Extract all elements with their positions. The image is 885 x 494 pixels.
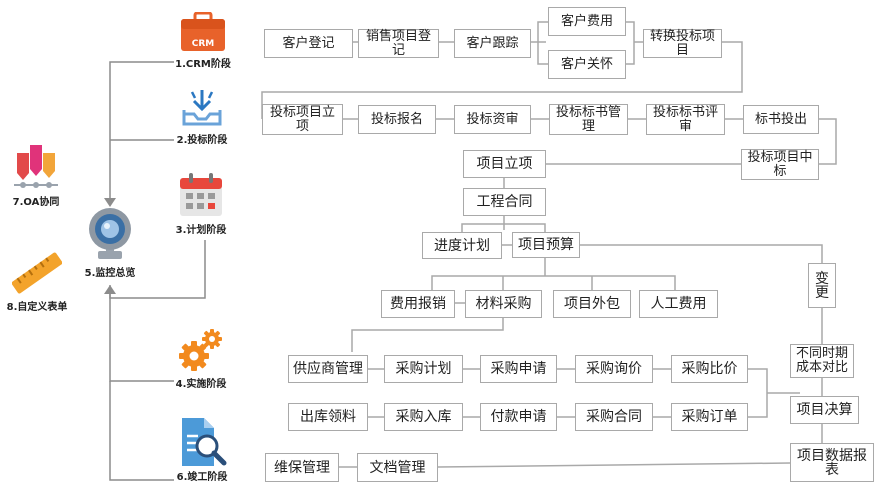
box-change[interactable]: 变更 [808, 263, 836, 308]
box-bid-doc-review[interactable]: 投标标书评审 [646, 104, 725, 135]
bar-pins-icon [14, 145, 58, 188]
stage-plan[interactable]: 3.计划阶段 [146, 172, 256, 236]
box-project-final-account[interactable]: 项目决算 [790, 396, 859, 424]
calendar-icon [180, 173, 222, 216]
box-material-purchase[interactable]: 材料采购 [465, 290, 542, 318]
box-purchase-contract[interactable]: 采购合同 [575, 403, 653, 431]
box-purchase-compare[interactable]: 采购比价 [671, 355, 748, 383]
gears-icon [179, 329, 222, 371]
stage-label: 4.实施阶段 [175, 379, 227, 390]
box-purchase-plan[interactable]: 采购计划 [384, 355, 463, 383]
download-tray-icon [182, 90, 222, 126]
box-bid-project-setup[interactable]: 投标项目立项 [262, 104, 343, 135]
stage-label: 5.监控总览 [84, 268, 136, 279]
stage-complete[interactable]: 6.竣工阶段 [147, 416, 257, 483]
briefcase-icon [181, 12, 225, 51]
box-project-budget[interactable]: 项目预算 [512, 232, 580, 258]
stage-monitor[interactable]: 5.监控总览 [55, 207, 165, 279]
document-search-icon [182, 418, 227, 466]
box-bid-qualification[interactable]: 投标资审 [454, 105, 531, 134]
box-progress-plan[interactable]: 进度计划 [422, 232, 502, 259]
box-purchase-request[interactable]: 采购申请 [480, 355, 557, 383]
box-customer-cost[interactable]: 客户费用 [548, 7, 626, 36]
box-bid-signup[interactable]: 投标报名 [358, 105, 436, 134]
stage-crm[interactable]: CRM 1.CRM阶段 [148, 12, 258, 70]
box-project-setup[interactable]: 项目立项 [463, 150, 546, 178]
box-purchase-order[interactable]: 采购订单 [671, 403, 748, 431]
box-project-outsource[interactable]: 项目外包 [553, 290, 631, 318]
stage-label: 6.竣工阶段 [176, 472, 228, 483]
box-bid-doc-management[interactable]: 投标标书管理 [549, 104, 628, 135]
box-purchase-inbound[interactable]: 采购入库 [384, 403, 463, 431]
box-sales-project-register[interactable]: 销售项目登记 [358, 29, 439, 58]
crm-badge: CRM [191, 39, 215, 49]
ruler-icon [12, 252, 62, 294]
box-supplier-management[interactable]: 供应商管理 [288, 355, 368, 383]
box-maintenance-management[interactable]: 维保管理 [265, 453, 339, 482]
box-purchase-inquiry[interactable]: 采购询价 [575, 355, 653, 383]
stage-label: 8.自定义表单 [6, 302, 68, 313]
box-customer-register[interactable]: 客户登记 [264, 29, 353, 58]
box-bid-submission[interactable]: 标书投出 [743, 105, 819, 134]
stage-label: 3.计划阶段 [175, 225, 227, 236]
box-customer-follow[interactable]: 客户跟踪 [454, 29, 531, 58]
box-outbound-pick[interactable]: 出库领料 [288, 403, 368, 431]
box-expense-reimburse[interactable]: 费用报销 [381, 290, 455, 318]
box-project-data-report[interactable]: 项目数据报表 [790, 443, 874, 482]
stage-implement[interactable]: 4.实施阶段 [146, 326, 256, 390]
box-customer-care[interactable]: 客户关怀 [548, 50, 626, 79]
box-document-management[interactable]: 文档管理 [357, 453, 438, 482]
box-bid-project-won[interactable]: 投标项目中标 [741, 149, 819, 180]
stage-label: 7.OA协同 [12, 197, 60, 208]
stage-bid[interactable]: 2.投标阶段 [147, 88, 257, 146]
box-engineering-contract[interactable]: 工程合同 [463, 188, 546, 216]
webcam-monitor-icon [89, 208, 131, 259]
box-convert-bid-project[interactable]: 转换投标项目 [643, 29, 722, 58]
stage-label: 1.CRM阶段 [175, 59, 231, 70]
box-payment-request[interactable]: 付款申请 [480, 403, 557, 431]
box-labor-cost[interactable]: 人工费用 [639, 290, 718, 318]
stage-label: 2.投标阶段 [176, 135, 228, 146]
box-cost-comparison[interactable]: 不同时期成本对比 [790, 344, 854, 378]
stage-custom-form[interactable]: 8.自定义表单 [0, 250, 92, 313]
stage-oa[interactable]: 7.OA协同 [0, 143, 91, 208]
